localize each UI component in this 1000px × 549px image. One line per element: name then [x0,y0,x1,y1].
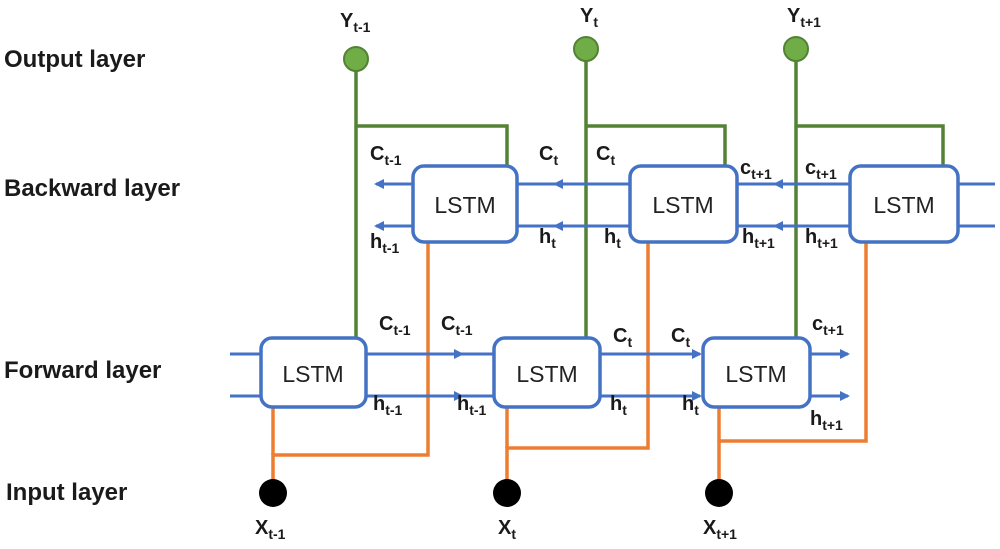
forward-lstm-cells: LSTM LSTM LSTM [259,336,812,409]
forward-lstm-cell [259,336,368,409]
backward-c-label: Ct [596,143,615,168]
forward-lstm-label: LSTM [725,361,786,387]
input-node [493,479,521,507]
backward-lstm-label: LSTM [652,192,713,218]
forward-c-label: Ct-1 [441,313,473,338]
backward-layer-label: Backward layer [4,175,180,202]
forward-h-label: ht-1 [373,393,403,418]
output-label: Yt-1 [340,10,371,35]
output-label: Yt [580,5,598,30]
output-node [573,36,599,62]
output-connections [354,52,945,338]
input-connections [271,242,868,493]
output-nodes [343,36,809,72]
forward-c-label: Ct-1 [379,313,411,338]
output-layer-label: Output layer [4,46,145,73]
backward-c-label: ct+1 [740,157,772,182]
backward-h-label: ht-1 [370,231,400,256]
input-node [259,479,287,507]
backward-lstm-cell [628,164,739,244]
backward-arrows [374,179,995,231]
input-layer-label: Input layer [6,479,127,506]
input-label: Xt+1 [703,517,737,542]
forward-lstm-cell [701,336,812,409]
backward-h-label: ht+1 [742,226,775,251]
input-node [705,479,733,507]
output-label: Yt+1 [787,5,821,30]
backward-c-label: Ct-1 [370,143,402,168]
forward-c-label: ct+1 [812,313,844,338]
forward-lstm-label: LSTM [516,361,577,387]
backward-c-label: Ct [539,143,558,168]
forward-h-label: ht-1 [457,393,487,418]
output-node [783,36,809,62]
forward-h-label: ht [610,393,627,418]
backward-lstm-label: LSTM [873,192,934,218]
forward-c-label: Ct [671,325,690,350]
forward-layer-label: Forward layer [4,357,161,384]
forward-arrows [230,349,850,401]
forward-h-label: ht+1 [810,408,843,433]
backward-h-label: ht [604,226,621,251]
input-nodes [259,479,733,507]
input-label: Xt-1 [255,517,286,542]
backward-lstm-cell [411,164,519,244]
output-node [343,46,369,72]
forward-c-label: Ct [613,325,632,350]
forward-lstm-cell [492,336,602,409]
backward-c-label: ct+1 [805,157,837,182]
backward-lstm-cell [848,164,960,244]
backward-lstm-label: LSTM [434,192,495,218]
backward-lstm-cells: LSTM LSTM LSTM [411,164,960,244]
backward-h-label: ht+1 [805,226,838,251]
forward-lstm-label: LSTM [282,361,343,387]
backward-h-label: ht [539,226,556,251]
forward-h-label: ht [682,393,699,418]
input-label: Xt [498,517,516,542]
